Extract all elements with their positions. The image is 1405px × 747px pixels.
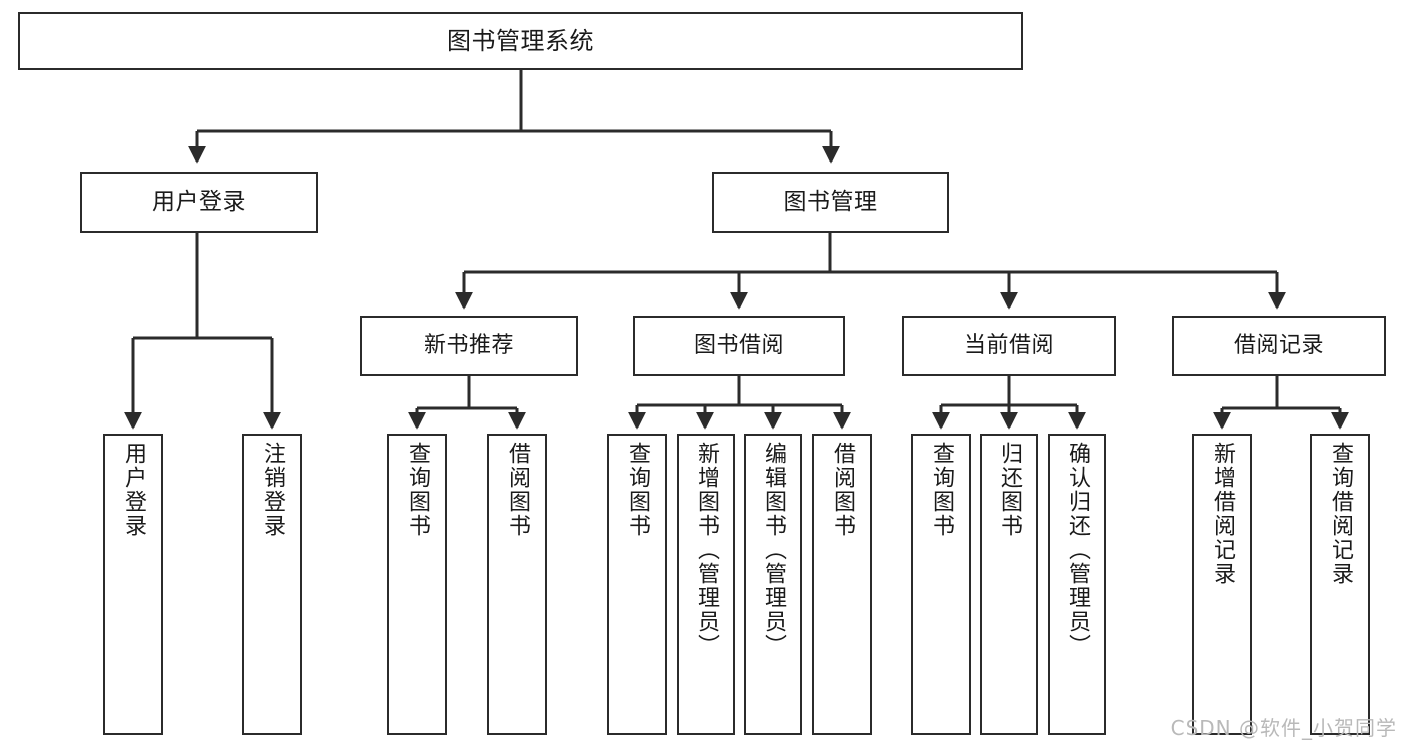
leaf-borrow-book-recommend[interactable]: 借阅图书 — [487, 434, 547, 735]
leaf-add-borrow-record[interactable]: 新增借阅记录 — [1192, 434, 1252, 735]
leaf-edit-book-admin[interactable]: 编辑图书（管理员） — [744, 434, 802, 735]
node-label: 借阅图书 — [505, 442, 530, 538]
node-label: 确认归还（管理员） — [1065, 442, 1090, 658]
csdn-watermark: CSDN @软件_小贺同学 — [1170, 716, 1397, 740]
node-label: 归还图书 — [997, 442, 1022, 538]
leaf-borrow-book[interactable]: 借阅图书 — [812, 434, 872, 735]
leaf-logout[interactable]: 注销登录 — [242, 434, 302, 735]
node-book-management[interactable]: 图书管理 — [712, 172, 949, 233]
node-label: 借阅记录 — [1233, 332, 1324, 358]
node-current-borrow[interactable]: 当前借阅 — [902, 316, 1116, 376]
node-label: 图书借阅 — [693, 332, 784, 358]
node-label: 图书管理系统 — [447, 26, 594, 55]
node-label: 编辑图书（管理员） — [761, 442, 786, 658]
leaf-user-login[interactable]: 用户登录 — [103, 434, 163, 735]
node-label: 用户登录 — [121, 442, 146, 538]
node-label: 注销登录 — [260, 442, 285, 538]
node-label: 新书推荐 — [423, 332, 514, 358]
leaf-query-book-recommend[interactable]: 查询图书 — [387, 434, 447, 735]
leaf-query-book-borrow[interactable]: 查询图书 — [607, 434, 667, 735]
leaf-query-borrow-record[interactable]: 查询借阅记录 — [1310, 434, 1370, 735]
node-label: 查询图书 — [405, 442, 430, 538]
node-label: 新增借阅记录 — [1210, 442, 1235, 586]
node-label: 查询图书 — [625, 442, 650, 538]
leaf-add-book-admin[interactable]: 新增图书（管理员） — [677, 434, 735, 735]
node-borrow-record[interactable]: 借阅记录 — [1172, 316, 1386, 376]
node-root-book-management-system[interactable]: 图书管理系统 — [18, 12, 1023, 70]
node-label: 借阅图书 — [830, 442, 855, 538]
node-label: 新增图书（管理员） — [694, 442, 719, 658]
leaf-query-book-current[interactable]: 查询图书 — [911, 434, 971, 735]
node-new-book-recommend[interactable]: 新书推荐 — [360, 316, 578, 376]
node-label: 图书管理 — [783, 188, 878, 215]
node-label: 查询图书 — [929, 442, 954, 538]
node-book-borrow[interactable]: 图书借阅 — [633, 316, 845, 376]
leaf-return-book[interactable]: 归还图书 — [980, 434, 1038, 735]
node-label: 当前借阅 — [963, 332, 1054, 358]
node-label: 查询借阅记录 — [1328, 442, 1353, 586]
leaf-confirm-return-admin[interactable]: 确认归还（管理员） — [1048, 434, 1106, 735]
node-label: 用户登录 — [152, 188, 246, 215]
node-user-login[interactable]: 用户登录 — [80, 172, 318, 233]
